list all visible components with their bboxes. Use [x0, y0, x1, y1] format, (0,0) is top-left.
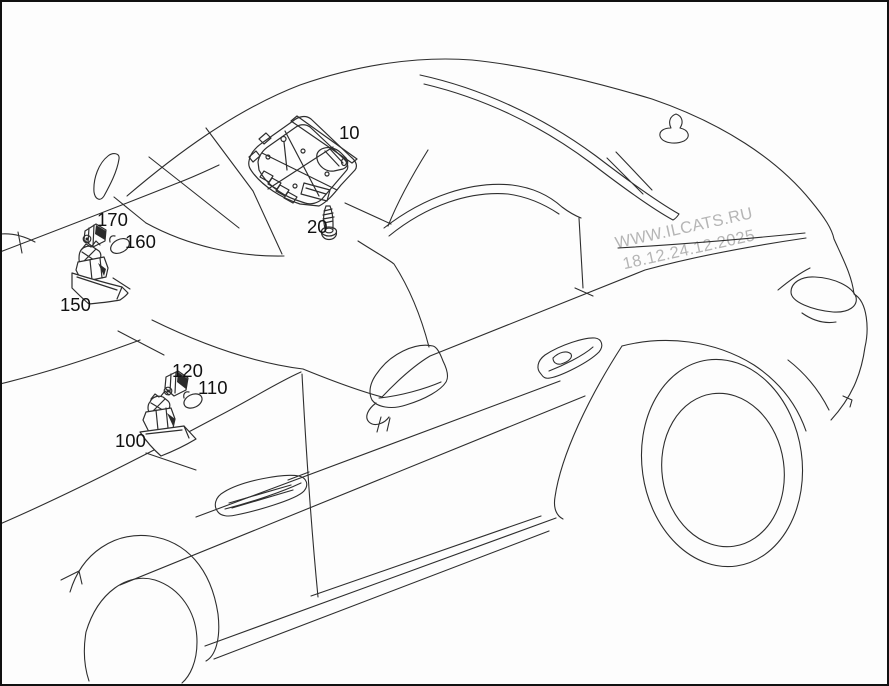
rear-wheel-rim	[661, 392, 785, 548]
door-handle	[537, 337, 603, 379]
lamp-100-lens	[139, 425, 197, 457]
screw-shank	[322, 205, 335, 230]
socket-120-ribs	[169, 371, 177, 394]
lamp-150-lens	[71, 272, 129, 305]
callout-label-150[interactable]: 150	[60, 294, 91, 315]
callout-label-100[interactable]: 100	[115, 430, 146, 451]
window-sill-line	[381, 237, 807, 398]
console-rim	[290, 115, 358, 164]
lamp-150-socket-cross	[81, 240, 101, 264]
console-inner-outline	[257, 124, 349, 205]
screw-head	[320, 226, 338, 237]
screw-head-top	[324, 227, 334, 234]
socket-170-face	[82, 234, 92, 244]
side-mirror	[366, 344, 448, 433]
bulb-110-glass	[183, 393, 203, 409]
lamp-150-body-shade	[98, 263, 106, 276]
console-pin-head	[280, 135, 287, 143]
callout-label-10[interactable]: 10	[339, 122, 360, 143]
rear-deck-lines	[617, 232, 837, 324]
screw-flange	[320, 232, 338, 241]
lamp-100-socket-cross	[150, 390, 170, 414]
console-screw-boss	[324, 171, 330, 177]
lamp-100-lens-lines	[145, 425, 190, 439]
callout-label-160[interactable]: 160	[125, 231, 156, 252]
socket-170-shade	[95, 225, 106, 240]
console-connector-end	[340, 157, 348, 167]
console-cross-braces	[261, 130, 338, 197]
callout-label-20[interactable]: 20	[307, 216, 328, 237]
bulb-110-base	[183, 391, 190, 399]
callout-label-170[interactable]: 170	[97, 209, 128, 230]
lamp-group-lower	[139, 370, 203, 457]
socket-120-shade	[177, 372, 188, 389]
door-front-seam	[301, 373, 319, 598]
rear-bumper-lines	[787, 359, 853, 411]
car-silhouette	[126, 58, 868, 421]
tail-light	[790, 276, 857, 313]
car-line-art	[0, 58, 868, 684]
console-grille	[259, 170, 298, 204]
console-screw-boss	[292, 183, 298, 189]
antenna-fin	[659, 113, 689, 144]
console-clips	[248, 132, 272, 163]
front-wheel-arch	[60, 534, 220, 684]
wiper	[93, 153, 147, 224]
console-switch-panel	[300, 182, 331, 202]
console-connector	[316, 147, 349, 172]
lamp-group-front	[71, 223, 130, 305]
lamp-100-body-ribs	[155, 407, 169, 431]
fender-vent	[214, 471, 310, 517]
lamp-100-body-shade	[167, 413, 175, 426]
rear-wheel-tire	[640, 358, 804, 568]
callout-label-120[interactable]: 120	[172, 360, 203, 381]
leader-lines	[112, 277, 197, 471]
belt-and-rocker-lines	[119, 380, 586, 660]
side-window-frame	[383, 183, 594, 297]
screw-part	[320, 205, 338, 241]
overhead-console-part	[248, 115, 358, 207]
bulb-160-base	[109, 235, 116, 243]
callouts: 10 20 170 160 150 120 110 100	[60, 122, 360, 451]
hardtop-c-pillar-lines	[419, 74, 680, 221]
callout-label-110[interactable]: 110	[198, 377, 228, 398]
console-screw-boss	[265, 154, 271, 160]
windshield-pillar-lines	[148, 127, 430, 348]
console-screw-boss	[300, 148, 306, 154]
lamp-150-lens-lines	[76, 276, 123, 300]
socket-170-face-center	[85, 237, 89, 241]
bulb-160-glass	[110, 237, 130, 255]
rear-wheel-arch	[553, 339, 807, 520]
socket-120-face-center	[166, 389, 170, 393]
